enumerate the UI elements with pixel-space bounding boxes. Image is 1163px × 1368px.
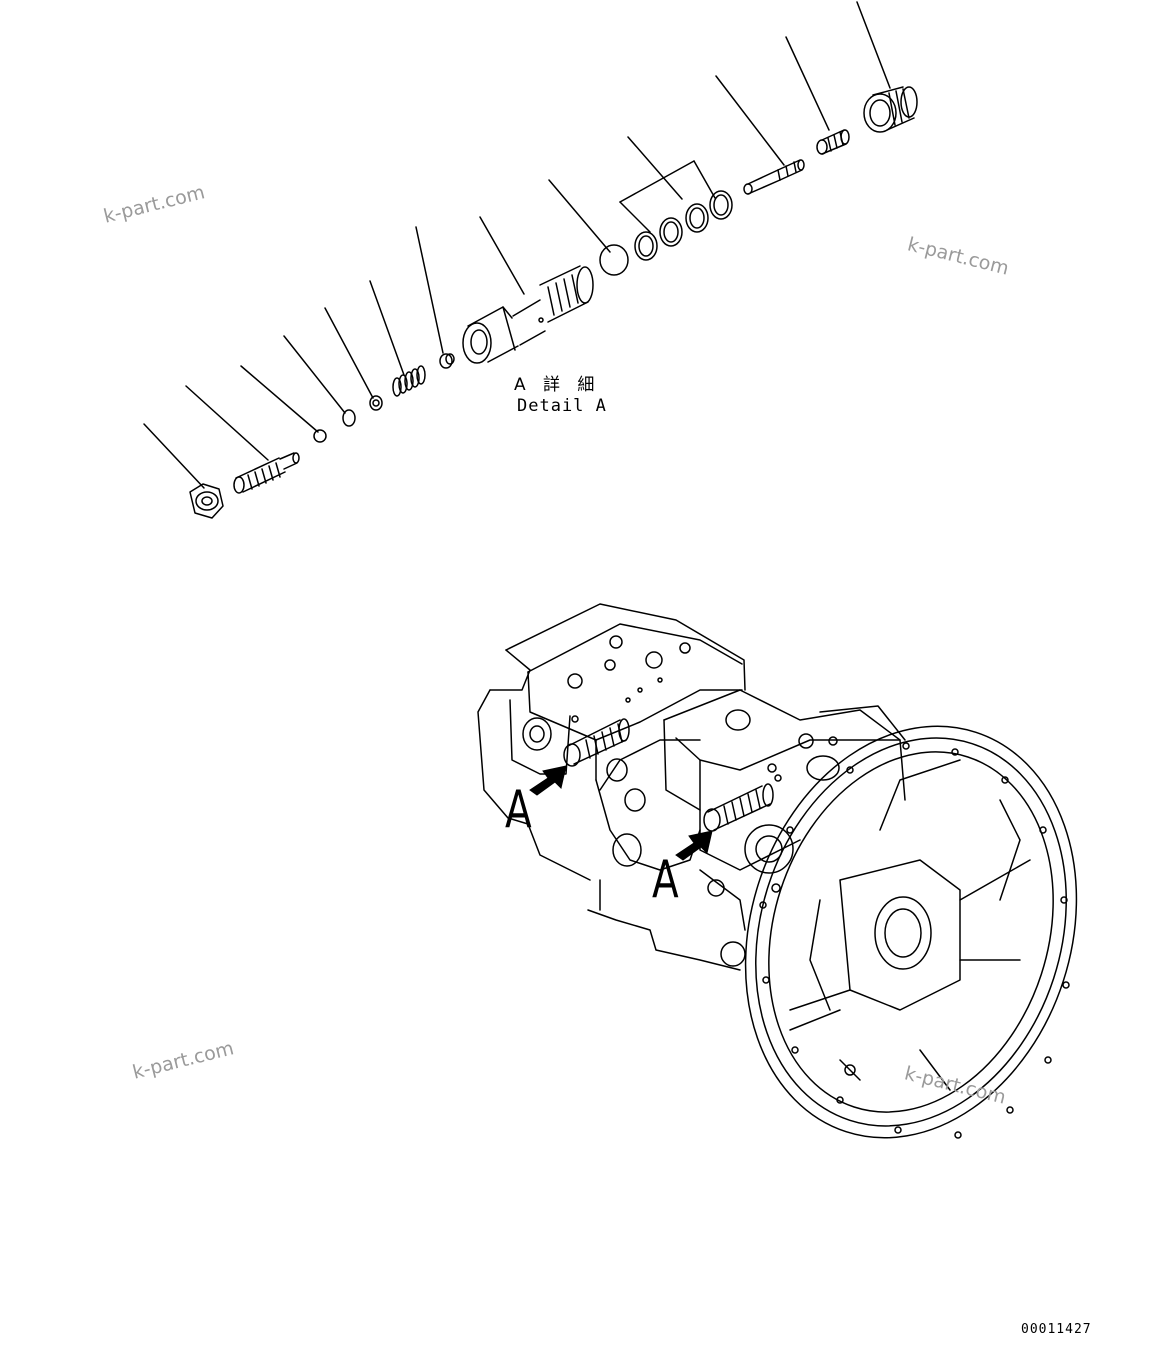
detail-title-jp: A 詳 細 [514,375,601,395]
spring-seat-part [439,353,455,369]
installed-valve-rear [563,718,630,767]
view-marker-a: A [505,780,532,840]
leader-lines [143,1,891,489]
snap-ring-part [313,429,327,443]
hydraulic-pump-assembly [477,603,1078,1139]
detail-title-en: Detail A [517,396,607,416]
hex-nut-part [189,483,224,519]
large-o-ring-part [599,244,629,276]
arrow-pointer-rear [529,765,567,796]
o-ring-part [342,409,356,427]
arrow-pointer-front [675,830,713,861]
installed-valve-front [703,783,774,832]
sleeve-part [863,86,918,133]
drawing-number: 00011427 [1021,1322,1092,1337]
spring-part [392,365,426,397]
adjusting-screw-part [233,452,300,494]
seal-rings-part [634,190,733,261]
spool-part [743,159,805,195]
valve-body-part [462,265,594,364]
plug-part [816,129,850,155]
view-marker-a: A [652,850,679,910]
washer-part [369,395,383,411]
